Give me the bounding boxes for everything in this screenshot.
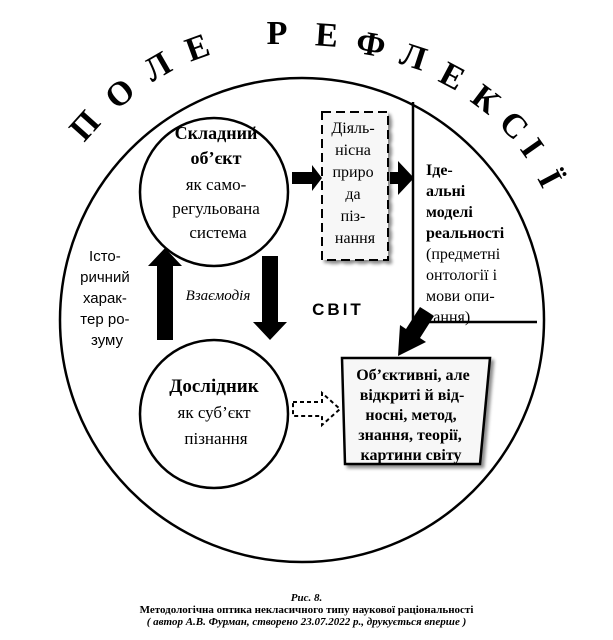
researcher-line-3: пізнання [184, 429, 247, 448]
object-line-3: як само- [186, 175, 247, 194]
historical-line-4: тер ро- [80, 311, 129, 328]
object-line-1: Складний [175, 123, 258, 143]
activity-line-4: да [345, 186, 360, 203]
interaction-label: Взаємодія [186, 288, 251, 304]
arc-title-right-letter-5: Е [433, 55, 470, 98]
ideal-line-2: альні [426, 183, 466, 200]
results-line-3: носні, метод, [365, 407, 456, 424]
historical-character-text: Істо- ричний харак- тер ро- зуму [80, 248, 134, 349]
activity-line-2: нісна [335, 142, 371, 159]
object-line-5: система [189, 223, 247, 242]
researcher-line-1: Дослідник [169, 376, 258, 397]
complex-object-circle [138, 116, 290, 268]
arc-title-left-letter-4: Е [180, 27, 214, 70]
svg-text:Складний об’єкт як сам: Складний об’єкт як само- регульована сис… [172, 123, 264, 242]
historical-line-1: Істо- [89, 248, 121, 265]
results-line-5: картини світу [360, 447, 461, 464]
object-line-2: об’єкт [191, 148, 242, 168]
results-box [340, 356, 492, 466]
results-line-1: Об’єктивні, але [356, 367, 470, 384]
activity-line-1: Діяль- [331, 120, 374, 137]
results-line-4: знання, теорії, [358, 427, 462, 444]
ideal-models-text: Іде- альні моделі реальності (предметні … [426, 162, 508, 326]
arc-title-right-letter-9: Ї [530, 165, 569, 194]
svg-text:Дослідник як суб’єкт п: Дослідник як суб’єкт пізнання [169, 376, 262, 448]
svg-text:Діяль- нісна приро: Діяль- нісна приро да піз- нання [331, 120, 378, 247]
arrow-up-interaction-icon [148, 248, 182, 340]
ideal-line-5: (предметні [426, 246, 501, 263]
ideal-line-6: онтології і [426, 267, 498, 284]
arrow-object-to-activity-icon [292, 165, 322, 191]
activity-nature-box [321, 111, 389, 261]
object-line-4: регульована [172, 199, 260, 218]
figure-caption: Рис. 8. Методологічна оптика некласичног… [0, 592, 613, 628]
arrow-down-interaction-icon [253, 256, 287, 340]
activity-line-6: нання [335, 230, 376, 247]
ideal-line-3: моделі [426, 204, 473, 221]
svg-text:Об’єктивні, але відкриті й: Об’єктивні, але відкриті й від- носні, м… [356, 367, 474, 464]
ideal-line-1: Іде- [426, 162, 453, 179]
activity-line-3: приро [332, 164, 373, 181]
arc-title-right-letter-2: Е [314, 16, 339, 54]
researcher-line-2: як суб’єкт [178, 403, 252, 422]
arrow-activity-to-ideal-icon [390, 161, 414, 195]
arc-title-right-letter-3: Ф [353, 24, 388, 66]
caption-figure-number: Рис. 8. [290, 592, 323, 604]
ideal-line-4: реальності [426, 225, 505, 242]
historical-line-3: харак- [83, 290, 127, 307]
arc-title-left-letter-1: П [63, 104, 108, 148]
arc-title-right-letter-1: Р [267, 15, 288, 52]
arc-title-right-letter-6: К [464, 77, 506, 122]
arc-title-right-letter-4: Л [395, 36, 431, 79]
ideal-line-7: мови опи- [426, 288, 495, 305]
results-line-2: відкриті й від- [360, 387, 465, 404]
researcher-circle [138, 338, 290, 490]
activity-line-5: піз- [341, 208, 366, 225]
arrow-ideal-to-results-icon [398, 307, 434, 356]
world-label: СВІТ [312, 300, 364, 319]
caption-note: ( автор А.В. Фурман, створено 23.07.2022… [146, 616, 467, 628]
arc-title-left-letter-3: Л [138, 45, 178, 90]
arrow-researcher-to-results-icon [292, 390, 342, 428]
historical-line-2: ричний [80, 269, 130, 286]
caption-title: Методологічна оптика некласичного типу н… [139, 604, 474, 616]
ideal-line-8: сання) [426, 309, 470, 326]
historical-line-5: зуму [91, 332, 124, 349]
arc-title-left-letter-2: О [98, 71, 142, 116]
